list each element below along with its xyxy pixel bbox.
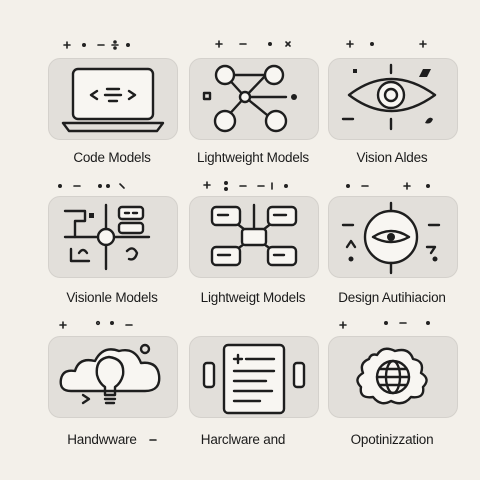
card-lightweigt-models[interactable] [189,196,319,278]
card-design-autihiacion[interactable] [328,196,458,278]
card-visionle-models[interactable] [48,196,178,278]
card-harclware-and[interactable] [189,336,319,418]
card-label: Handwware [67,432,137,447]
card-label: Vision Aldes [356,150,428,165]
card-vision-aldes[interactable] [328,58,458,140]
card-label: Harclware and [200,432,286,447]
circuit-board-icon [63,203,151,271]
card-code-models[interactable] [48,58,178,140]
flowchart-icon [210,203,298,267]
document-list-icon [202,343,306,415]
card-opotinizzation[interactable] [328,336,458,418]
node-network-icon [202,64,297,133]
card-lightweight-models[interactable] [189,58,319,140]
card-label: Opotinizzation [350,432,434,447]
globe-gear-icon [356,347,428,405]
eye-icon [341,63,437,131]
card-handwware[interactable] [48,336,178,418]
card-label: Lightweigt Models [200,290,306,305]
card-label: Code Models [73,150,151,165]
eye-circle-icon [341,201,441,275]
card-label: Visionle Models [66,290,158,305]
laptop-code-icon [61,67,165,133]
card-label: Design Autihiacion [338,290,446,305]
card-label: Lightweight Models [197,150,309,165]
lightbulb-cloud-icon [59,343,161,405]
